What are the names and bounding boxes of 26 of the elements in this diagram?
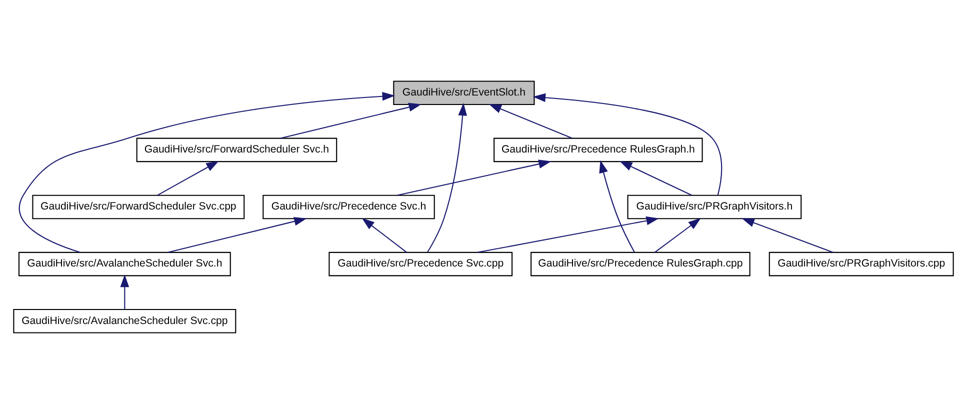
arrow — [362, 218, 408, 252]
arrow — [280, 102, 422, 138]
arrow — [120, 274, 130, 309]
node-box: GaudiHive/src/AvalancheScheduler Svc.cpp — [13, 308, 236, 333]
arrow — [742, 218, 834, 252]
arrow — [488, 104, 572, 138]
node-box: GaudiHive/src/ForwardScheduler Svc.h — [136, 137, 338, 162]
arrow — [396, 159, 552, 196]
node-box: GaudiHive/src/AvalancheScheduler Svc.h — [18, 251, 231, 276]
arrow — [18, 91, 396, 252]
node-box: GaudiHive/src/ForwardScheduler Svc.cpp — [32, 194, 245, 219]
node-box: GaudiHive/src/Precedence Svc.h — [262, 194, 435, 219]
arrow — [427, 102, 468, 252]
arrow — [619, 160, 692, 196]
arrow — [157, 160, 219, 196]
arrow — [599, 160, 635, 252]
node-box: GaudiHive/src/PRGraphVisitors.cpp — [768, 251, 954, 276]
node-box: GaudiHive/src/EventSlot.h — [393, 80, 535, 104]
node-box: GaudiHive/src/Precedence RulesGraph.cpp — [530, 251, 750, 276]
arrow — [532, 92, 722, 195]
arrow — [654, 218, 701, 252]
arrow — [477, 216, 660, 252]
node-box: GaudiHive/src/Precedence RulesGraph.h — [494, 137, 703, 162]
node-box: GaudiHive/src/PRGraphVisitors.h — [627, 194, 802, 219]
arrow — [168, 216, 307, 252]
node-box: GaudiHive/src/Precedence Svc.cpp — [328, 251, 513, 276]
